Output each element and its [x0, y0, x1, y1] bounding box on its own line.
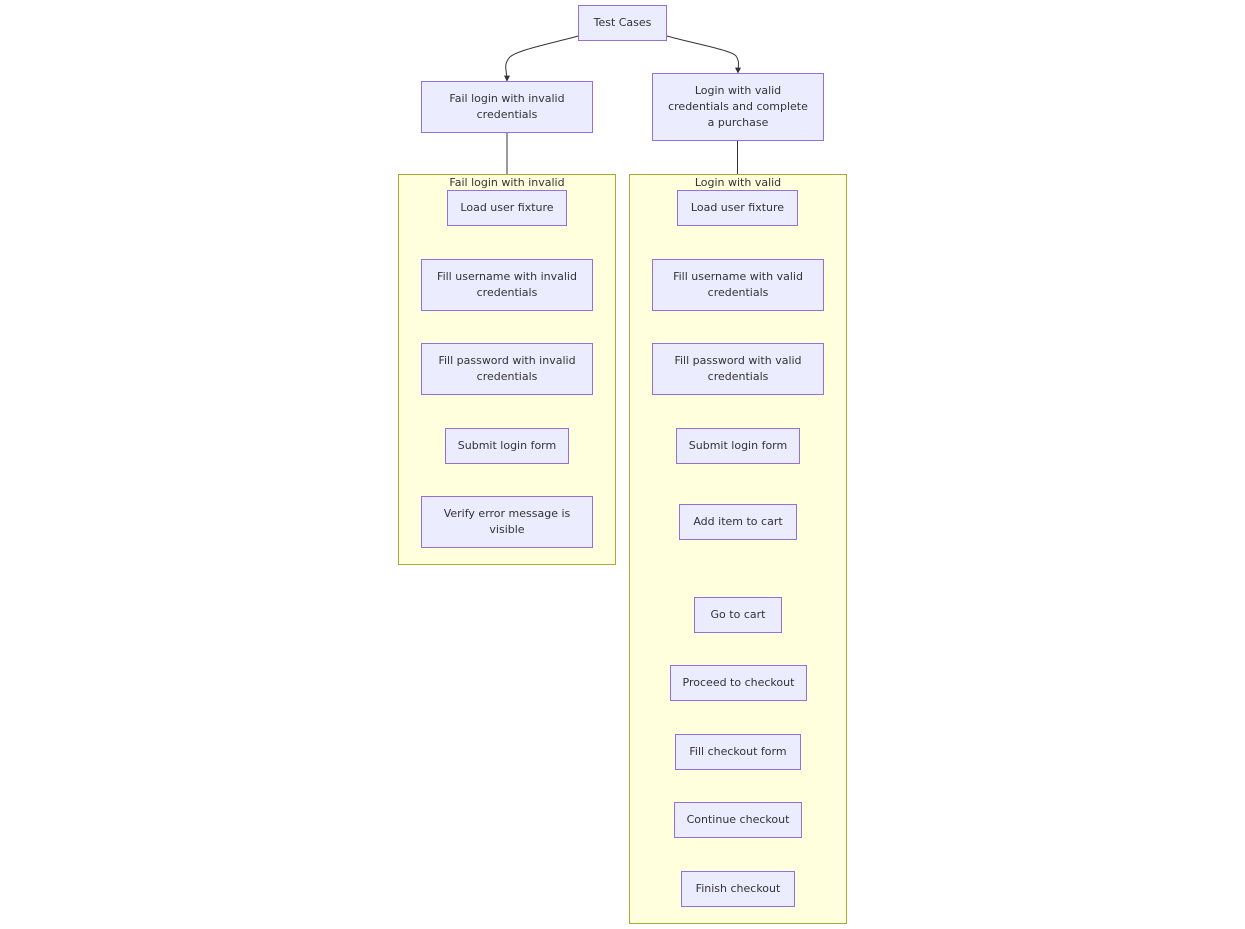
step-node: Proceed to checkout	[670, 665, 807, 701]
step-node: Submit login form	[676, 428, 800, 464]
node-label: Submit login form	[457, 439, 557, 452]
step-node: Add item to cart	[679, 504, 797, 540]
node-label: Login with valid credentials and complet…	[668, 84, 808, 129]
node-label: Fill password with valid credentials	[674, 354, 802, 383]
node-label: Proceed to checkout	[682, 676, 795, 689]
branch-node-fail-login: Fail login with invalid credentials	[421, 81, 593, 133]
edge-arrow	[503, 35, 579, 82]
node-label: Fill username with valid credentials	[673, 270, 803, 299]
step-node: Verify error message is visible	[421, 496, 593, 548]
step-node: Load user fixture	[677, 190, 798, 226]
step-node: Submit login form	[445, 428, 569, 464]
node-label: Verify error message is visible	[443, 507, 571, 536]
branch-node-valid-login: Login with valid credentials and complet…	[652, 73, 824, 141]
step-node: Fill password with valid credentials	[652, 343, 824, 395]
step-node: Fill username with valid credentials	[652, 259, 824, 311]
node-label: Fill checkout form	[689, 745, 787, 758]
cluster-title: Login with valid	[694, 176, 782, 189]
step-node: Load user fixture	[447, 190, 567, 226]
step-node: Finish checkout	[681, 871, 795, 907]
root-node: Test Cases	[578, 5, 667, 41]
node-label: Test Cases	[593, 16, 652, 29]
node-label: Load user fixture	[460, 201, 554, 214]
cluster-title: Fail login with invalid	[449, 176, 565, 189]
edge-arrow	[666, 35, 742, 74]
node-label: Fail login with invalid credentials	[449, 92, 565, 121]
node-label: Submit login form	[688, 439, 788, 452]
step-node: Continue checkout	[674, 802, 802, 838]
node-label: Finish checkout	[695, 882, 781, 895]
node-label: Add item to cart	[693, 515, 783, 528]
node-label: Go to cart	[710, 608, 766, 621]
node-label: Load user fixture	[690, 201, 785, 214]
step-node: Fill password with invalid credentials	[421, 343, 593, 395]
node-label: Fill password with invalid credentials	[438, 354, 576, 383]
step-node: Fill username with invalid credentials	[421, 259, 593, 311]
step-node: Go to cart	[694, 597, 782, 633]
node-label: Continue checkout	[686, 813, 790, 826]
step-node: Fill checkout form	[675, 734, 801, 770]
node-label: Fill username with invalid credentials	[437, 270, 577, 299]
